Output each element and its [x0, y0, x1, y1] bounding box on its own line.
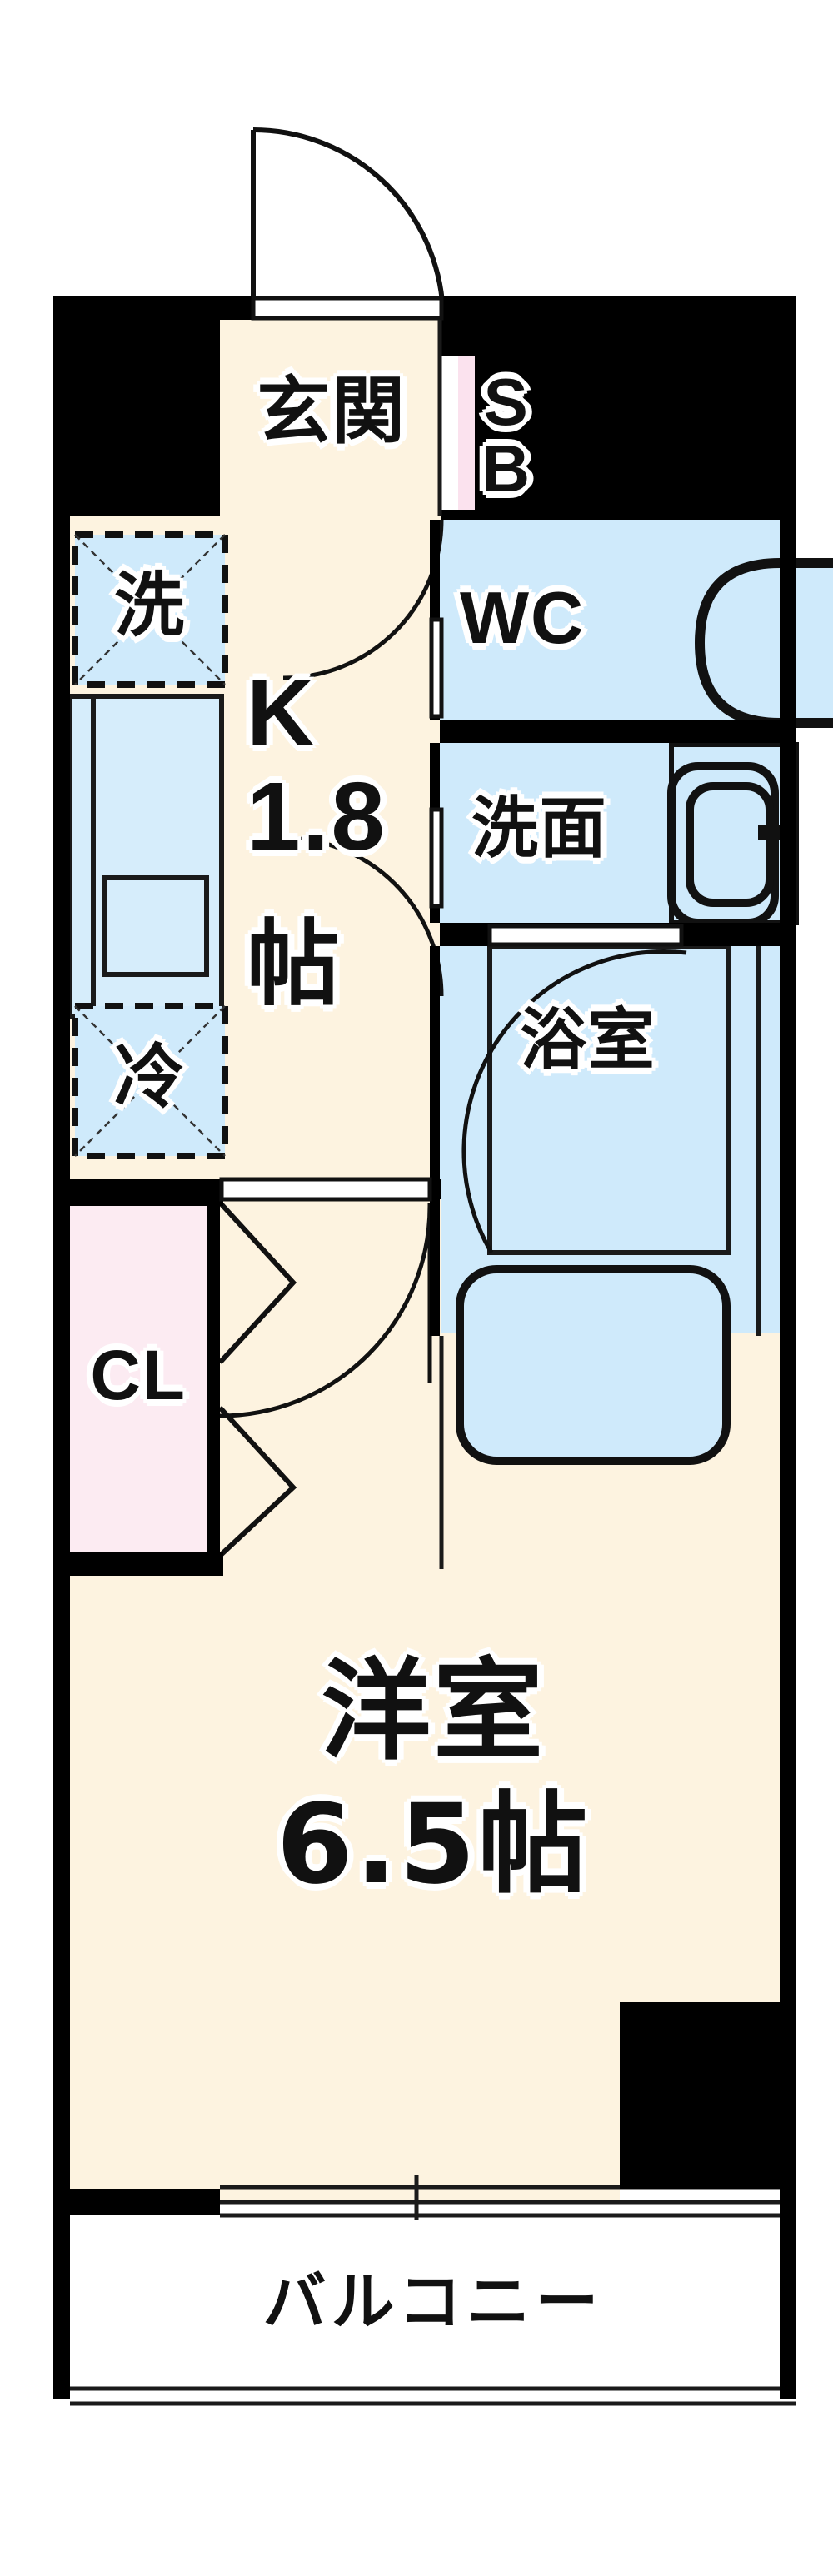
main-room-size-value: 6.5 — [276, 1781, 478, 1909]
shoe-box-label-line1: S — [483, 366, 530, 440]
main-room-size-label: 6.5帖 — [250, 1790, 616, 1901]
shoe-box-label-line2: B — [481, 433, 531, 506]
main-room-floor-lower — [70, 2019, 620, 2202]
kitchen-size-value: 1.8 — [247, 763, 387, 871]
kitchen-size-unit: 帖 — [247, 911, 342, 1019]
hall-floor-right — [440, 1336, 793, 1569]
main-room-name-label: 洋室 — [321, 1647, 546, 1776]
balcony-label: バルコニー — [262, 2265, 604, 2339]
bathroom-label: 浴室 — [520, 1003, 656, 1079]
main-room-size-unit: 帖 — [477, 1781, 591, 1909]
fridge-label: 冷 — [114, 1036, 186, 1118]
kitchen-name-label: K — [247, 660, 317, 765]
kitchen-counter-floor — [70, 696, 222, 1013]
entrance-label: 玄関 — [257, 370, 407, 455]
closet-label: CL — [90, 1336, 187, 1414]
washbasin-label: 洗面 — [471, 791, 608, 868]
hall-floor — [222, 1199, 440, 1569]
washer-label: 洗 — [114, 565, 186, 646]
toilet-label: WC — [460, 578, 586, 660]
